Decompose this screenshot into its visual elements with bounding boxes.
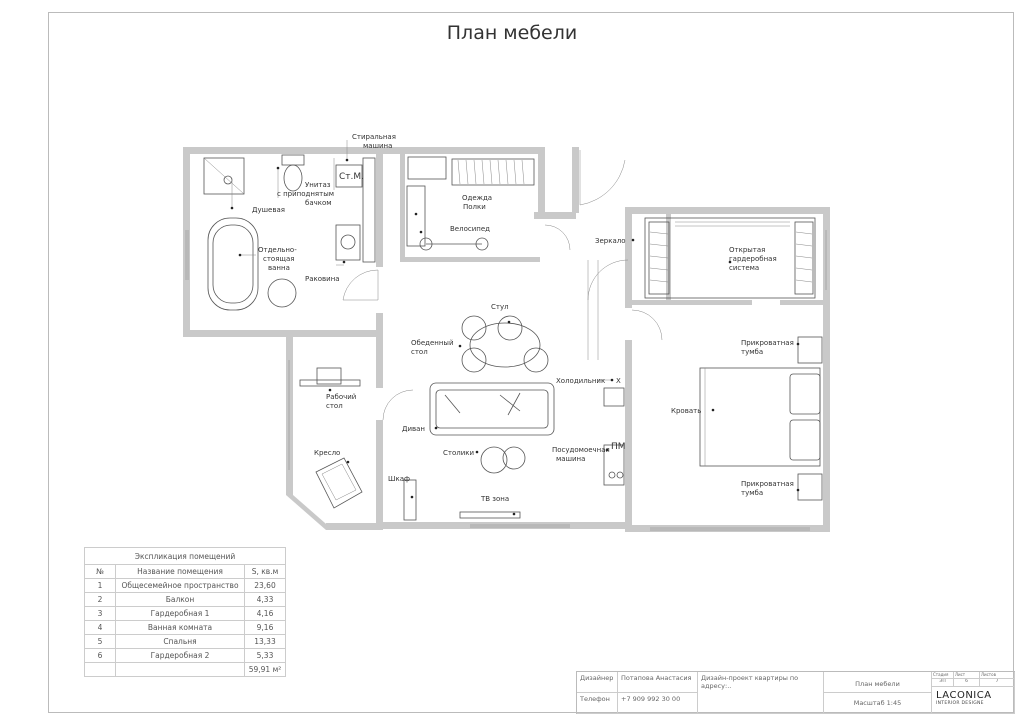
svg-text:тумба: тумба xyxy=(741,489,763,497)
living-furniture xyxy=(403,382,625,521)
svg-text:стол: стол xyxy=(326,402,343,410)
leaders xyxy=(231,140,612,381)
label-sink: Раковина xyxy=(305,275,340,283)
page-title: План мебели xyxy=(446,22,578,44)
label-bedside-top: Прикроватная xyxy=(741,339,794,347)
label-coffee-tables: Столики xyxy=(443,449,474,457)
label-shower: Душевая xyxy=(252,206,285,214)
designer-name: Потапова Анастасия xyxy=(618,672,698,693)
svg-text:тумба: тумба xyxy=(741,348,763,356)
logo-subtitle: INTERIOR DESIGNE xyxy=(936,701,984,706)
room-labels: Стиральная машина Ст.М. Унитаз с приподн… xyxy=(252,133,794,503)
svg-text:стол: стол xyxy=(411,348,428,356)
title-block: Дизайнер Потапова Анастасия Телефон +7 9… xyxy=(576,671,1015,714)
label-washing-machine: Стиральная xyxy=(352,133,396,141)
label-x: Х xyxy=(616,377,621,385)
label-chair: Стул xyxy=(491,303,509,311)
explication-caption: Экспликация помещений xyxy=(84,547,286,565)
label-bicycle: Велосипед xyxy=(450,225,490,233)
dining-furniture xyxy=(461,315,549,373)
svg-text:система: система xyxy=(729,264,759,272)
phone-value: +7 909 992 30 00 xyxy=(618,693,698,714)
label-bed: Кровать xyxy=(671,407,701,415)
label-dots xyxy=(230,158,800,516)
label-dishwasher: Посудомоечная xyxy=(552,446,610,454)
label-work-desk: Рабочий xyxy=(326,393,356,401)
sheet-title: План мебели xyxy=(824,672,932,693)
wardrobe-1-furniture xyxy=(406,156,535,251)
sheets-label: Листов xyxy=(980,672,1015,679)
svg-text:бачком: бачком xyxy=(305,199,332,207)
label-dining-table: Обеденный xyxy=(411,339,454,347)
label-cabinet: Шкаф xyxy=(388,475,410,483)
label-bedside-bottom: Прикроватная xyxy=(741,480,794,488)
designer-label: Дизайнер xyxy=(577,672,618,693)
label-fridge: Холодильник xyxy=(556,377,605,385)
wardrobe-2-furniture xyxy=(644,217,816,299)
svg-text:машина: машина xyxy=(363,142,392,150)
explication-total-row: 59,91 м² xyxy=(84,662,286,677)
sheet-value: 6 xyxy=(954,679,980,687)
sheets-value: 7 xyxy=(980,679,1015,687)
balcony-furniture xyxy=(299,367,363,509)
explication-header-row: № Название помещения S, кв.м xyxy=(84,564,286,579)
svg-text:Стиральная: Стиральная xyxy=(352,133,396,141)
label-bath: Отдельно- xyxy=(258,246,297,254)
svg-text:ванна: ванна xyxy=(268,264,290,272)
logo-cell: LACONICA INTERIOR DESIGNE xyxy=(932,687,1015,714)
svg-text:машина: машина xyxy=(556,455,585,463)
label-tv: ТВ зона xyxy=(480,495,509,503)
explication-table: Экспликация помещений № Название помещен… xyxy=(84,547,286,677)
svg-text:гардеробная: гардеробная xyxy=(729,255,777,263)
total-area: 59,91 м² xyxy=(244,662,286,677)
label-pm: ПМ xyxy=(611,442,626,452)
windows xyxy=(185,230,827,531)
scale: Масштаб 1:45 xyxy=(824,693,932,714)
svg-text:стоящая: стоящая xyxy=(263,255,295,263)
bedroom-furniture xyxy=(699,336,823,501)
label-wardrobe: Открытая xyxy=(729,246,765,254)
svg-text:с приподнятым: с приподнятым xyxy=(277,190,334,198)
phone-label: Телефон xyxy=(577,693,618,714)
drawing-frame xyxy=(48,12,1014,713)
label-st-m: Ст.М. xyxy=(339,172,364,182)
stage-value: ЭП xyxy=(932,679,954,687)
label-sofa: Диван xyxy=(402,425,425,433)
label-armchair: Кресло xyxy=(314,449,340,457)
stage-label: Стадия xyxy=(932,672,954,679)
svg-text:Полки: Полки xyxy=(463,203,486,211)
label-toilet: Унитаз xyxy=(305,181,331,189)
doors xyxy=(342,150,663,421)
label-mirror: Зеркало xyxy=(595,237,626,245)
walls xyxy=(183,147,830,532)
label-clothes: Одежда xyxy=(462,194,492,202)
sheet-label: Лист xyxy=(954,672,980,679)
project-name: Дизайн-проект квартиры по адресу:.. xyxy=(698,672,824,714)
bathroom-furniture xyxy=(203,154,376,311)
logo: LACONICA xyxy=(936,690,992,701)
